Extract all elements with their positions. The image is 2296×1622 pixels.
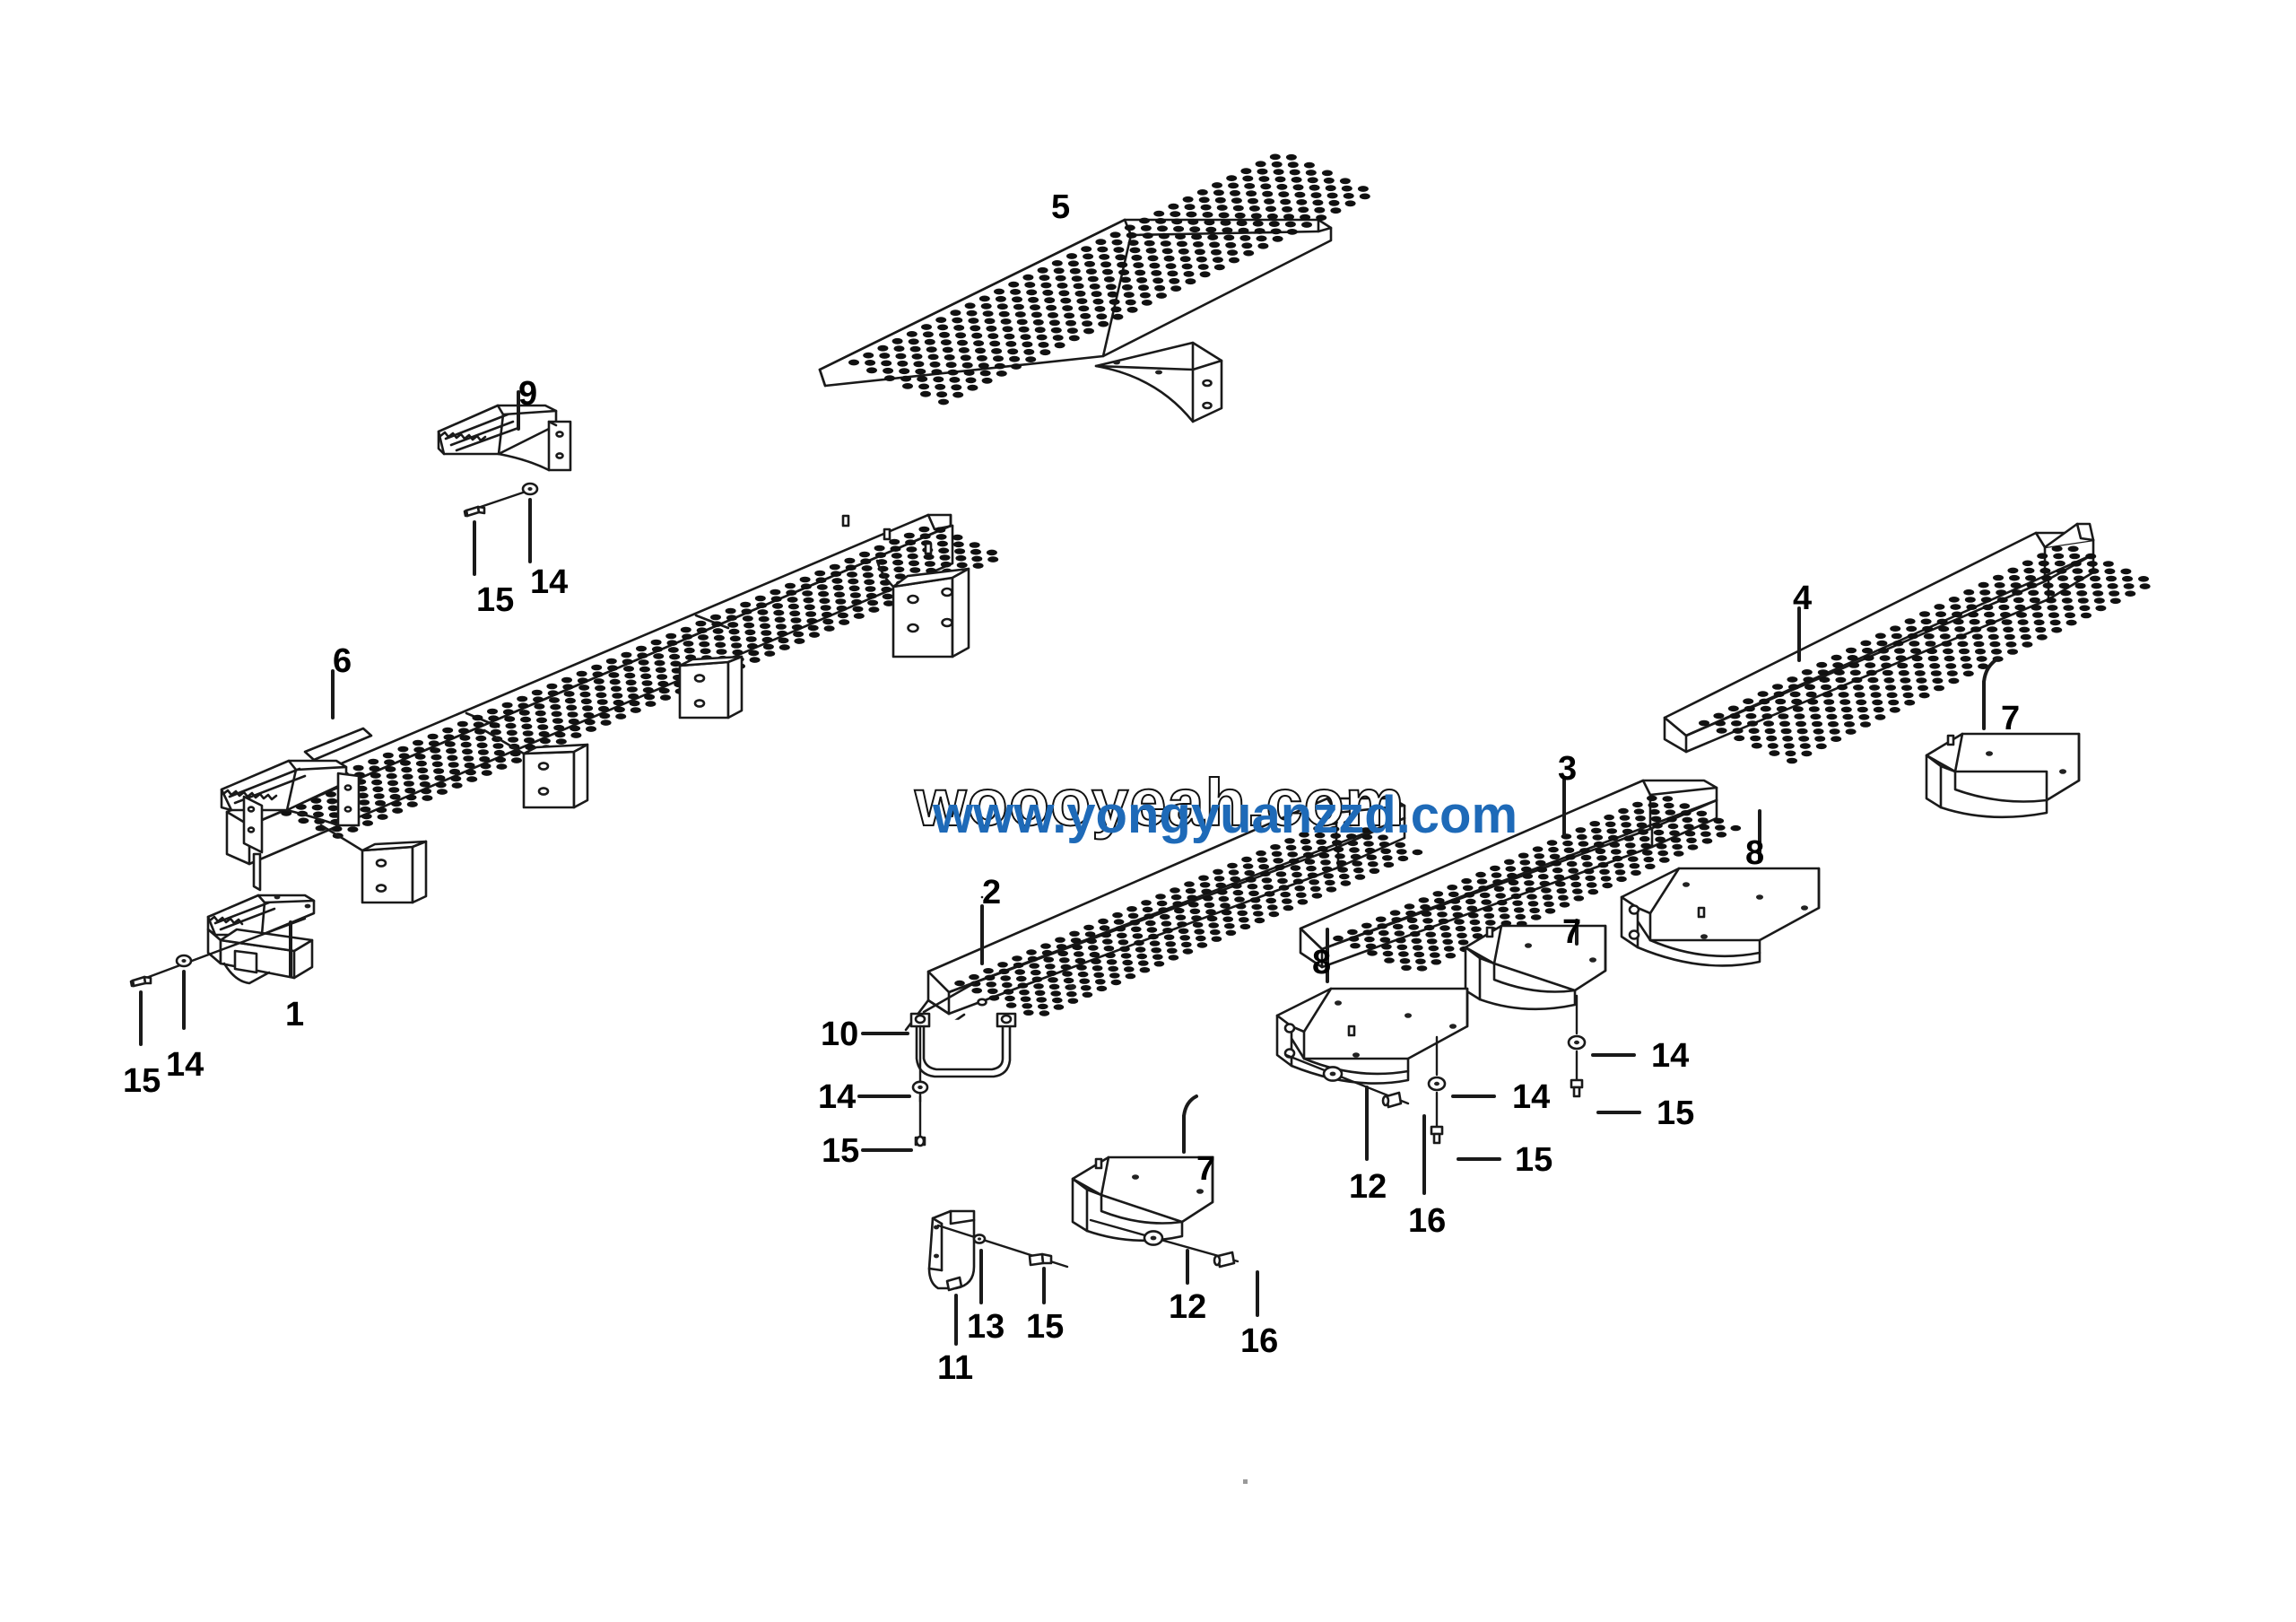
part-10-grab-handle	[857, 981, 1017, 1152]
part-3-deck-plate	[1299, 777, 1742, 972]
part-8-mounting-plate-middle	[1275, 928, 1501, 1195]
callout-15-gusset7: 15	[1657, 1094, 1695, 1132]
part-6-long-walkway-assembly	[220, 513, 999, 904]
callout-14-plate8: 14	[1512, 1078, 1551, 1116]
part-7-gusset-bracket-middle	[1464, 919, 1641, 1114]
callout-7-middle: 7	[1562, 913, 1582, 951]
callout-14-handle: 14	[818, 1078, 857, 1116]
part-8-mounting-plate-right	[1620, 809, 1821, 967]
callout-8-right: 8	[1745, 834, 1765, 872]
callout-6: 6	[333, 642, 352, 680]
callout-13: 13	[967, 1308, 1005, 1346]
part-9-short-step-tread	[437, 390, 572, 576]
callout-12-gusset: 12	[1169, 1288, 1207, 1326]
callout-14-step9: 14	[530, 563, 569, 601]
stray-artifact-dot	[1243, 1479, 1248, 1484]
callout-4: 4	[1793, 580, 1813, 617]
callout-12-plate8: 12	[1349, 1168, 1387, 1206]
callout-16-plate8: 16	[1408, 1202, 1447, 1240]
callout-15-step1: 15	[123, 1062, 161, 1100]
callout-15-plate8: 15	[1515, 1141, 1553, 1179]
callout-16-gusset: 16	[1240, 1322, 1279, 1360]
part-7-gusset-bracket-right	[1925, 657, 2081, 819]
callout-7-bottom: 7	[1196, 1150, 1216, 1188]
part-2-long-deck-plate	[904, 797, 1423, 1044]
callout-10: 10	[821, 1016, 859, 1053]
part-1-step-box-assembly	[129, 894, 316, 1046]
callout-11: 11	[937, 1349, 974, 1387]
callout-2: 2	[982, 874, 1002, 911]
callout-15-clip: 15	[1026, 1308, 1065, 1346]
callout-15-handle: 15	[822, 1132, 860, 1170]
callout-8-middle: 8	[1312, 944, 1332, 981]
part-5-walkway-platform	[818, 153, 1370, 423]
callout-3: 3	[1558, 750, 1578, 788]
part-7-gusset-bracket-bottom	[1071, 1094, 1259, 1317]
callout-7-right: 7	[2001, 700, 2021, 737]
callout-14-gusset7: 14	[1651, 1037, 1690, 1075]
callout-14-step1: 14	[166, 1046, 204, 1084]
part-4-deck-plate-flanged	[1663, 522, 2151, 764]
callout-1: 1	[285, 996, 305, 1033]
part-11-clip-retainer	[927, 1209, 1069, 1346]
callout-9: 9	[518, 375, 538, 413]
callout-15-step9: 15	[476, 581, 515, 619]
callout-5: 5	[1051, 188, 1071, 226]
